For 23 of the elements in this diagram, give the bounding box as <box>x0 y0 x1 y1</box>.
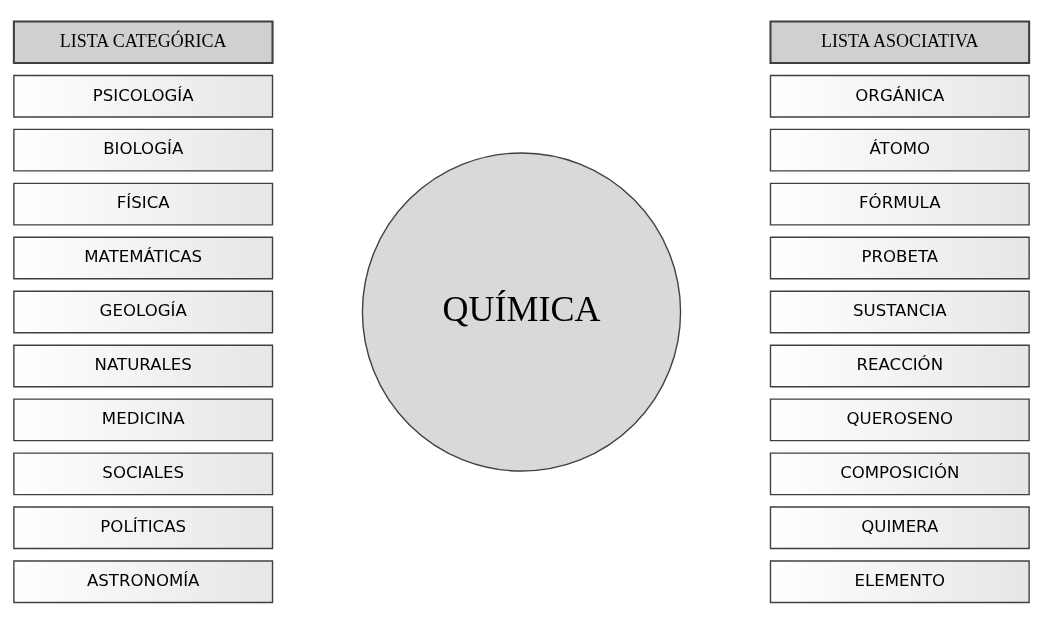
node-box: SOCIALES <box>13 451 274 495</box>
node-box: QUIMERA <box>769 505 1030 549</box>
node-box: POLÍTICAS <box>13 505 274 549</box>
node-box: GEOLOGÍA <box>13 290 274 333</box>
node-box: PSICOLOGÍA <box>13 74 274 118</box>
node-box: NATURALES <box>13 344 274 387</box>
node-box: ORGÁNICA <box>769 74 1030 118</box>
node-box: ASTRONOMÍA <box>13 559 274 603</box>
node-box: COMPOSICIÓN <box>769 451 1030 495</box>
node-box: ELEMENTO <box>769 559 1030 603</box>
node-box: ÁTOMO <box>769 128 1030 172</box>
node-box: LISTA ASOCIATIVA <box>769 20 1031 64</box>
node-box: REACCIÓN <box>769 344 1030 387</box>
node-box: MATEMÁTICAS <box>13 236 274 279</box>
node-circle: QUÍMICA <box>361 151 682 472</box>
node-box: BIOLOGÍA <box>13 128 274 172</box>
node-box: FÓRMULA <box>769 182 1030 226</box>
node-box: SUSTANCIA <box>769 290 1030 333</box>
node-box: MEDICINA <box>13 397 274 441</box>
node-box: FÍSICA <box>13 182 274 226</box>
node-box: QUEROSENO <box>769 397 1030 441</box>
node-box: PROBETA <box>769 236 1030 279</box>
node-box: LISTA CATEGÓRICA <box>12 20 274 64</box>
